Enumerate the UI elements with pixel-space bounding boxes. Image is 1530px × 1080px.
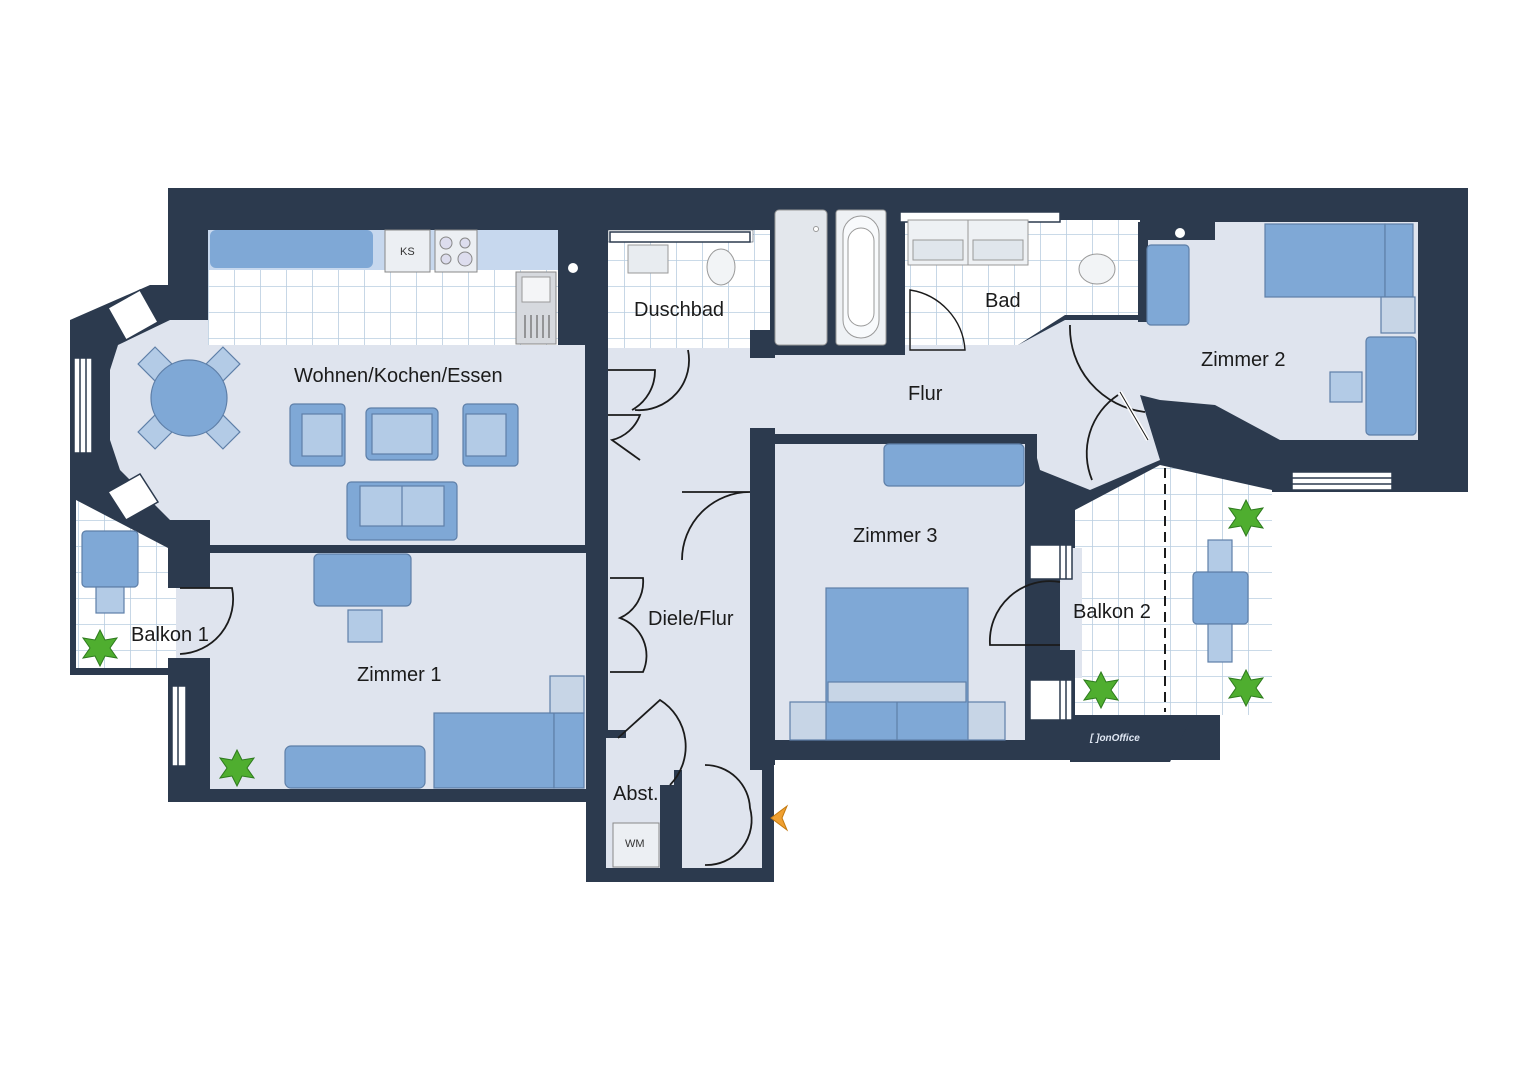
windows [73,211,1393,767]
interior-walls [168,222,1148,870]
onoffice-logo: [ ]onOffice [1090,733,1140,744]
washing-machine [612,822,660,868]
room-label-balkon2: Balkon 2 [1073,601,1151,623]
floors [76,208,1418,868]
kitchen [210,229,578,345]
living-furniture [289,403,519,541]
kitchen-counter [210,230,373,268]
room-label-zimmer1: Zimmer 1 [357,664,442,686]
plant-icons [81,498,1265,788]
entrance-arrow-icon [770,804,789,832]
washing-machine-label: WM [625,838,645,850]
room-label-bad: Bad [985,290,1021,312]
room-label-abst: Abst. [613,783,659,805]
room-label-zimmer2: Zimmer 2 [1201,349,1286,371]
room-label-balkon1: Balkon 1 [131,624,209,646]
room-label-duschbad: Duschbad [634,299,725,321]
room-flur-floor [608,320,1160,770]
room-label-flur: Flur [908,383,943,405]
stove [434,229,478,273]
fridge-label: KS [400,246,415,258]
dining-set [137,346,241,450]
room-label-wohnen: Wohnen/Kochen/Essen [294,365,503,387]
room-label-diele: Diele/Flur [648,608,734,630]
doors [179,289,1150,866]
bedroom-furniture [284,223,1417,789]
room-label-zimmer3: Zimmer 3 [853,525,938,547]
fridge [384,229,431,273]
bathroom-fixtures [627,209,1116,346]
balcony-furniture [81,468,1249,712]
